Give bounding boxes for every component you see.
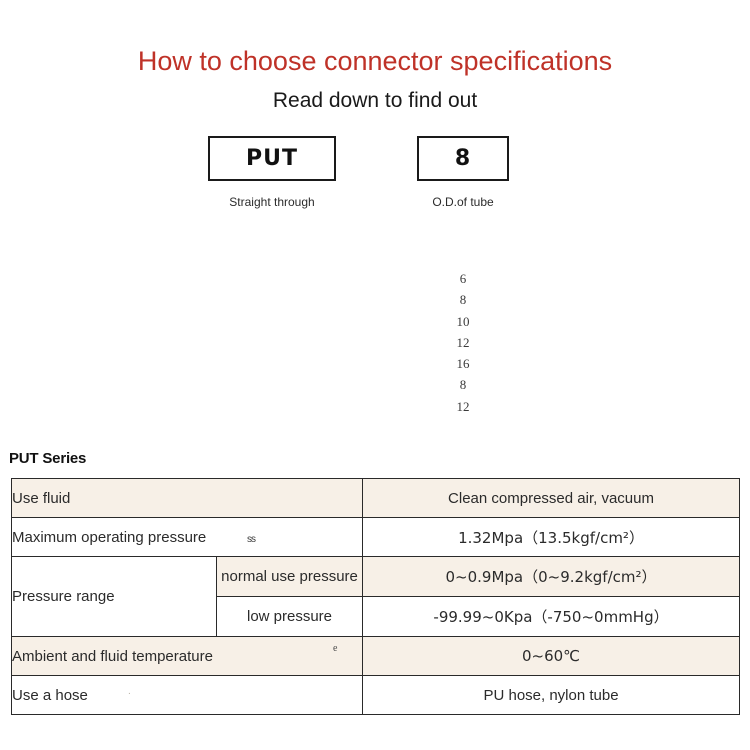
scan-artifact-stray-e: e xyxy=(333,643,338,654)
code-box-tube-od-value: 8 xyxy=(454,146,472,171)
scan-artifact-stray-mark: . xyxy=(128,686,131,697)
table-row: Maximum operating pressure 1.32Mpa（13.5k… xyxy=(10,517,741,557)
part-number-selector: PUT Straight through 8 O.D.of tube xyxy=(0,136,750,256)
spec-label-ambient-fluid-temperature: Ambient and fluid temperature xyxy=(10,636,364,676)
tube-size-option[interactable]: 12 xyxy=(456,334,470,350)
code-caption-tube-od: O.D.of tube xyxy=(432,195,494,209)
page-title: How to choose connector specifications xyxy=(137,46,613,76)
tube-size-option[interactable]: 8 xyxy=(459,292,467,308)
table-row: low pressure -99.99~0Kpa（-750~0mmHg） xyxy=(12,596,741,637)
spec-value-low-pressure: -99.99~0Kpa（-750~0mmHg） xyxy=(362,596,741,637)
table-row: Use fluid Clean compressed air, vacuum xyxy=(10,478,741,518)
table-row: Use a hose PU hose, nylon tube xyxy=(10,675,741,715)
spec-sublabel-low-pressure: low pressure xyxy=(215,596,364,637)
code-box-series-value: PUT xyxy=(246,146,298,171)
code-group-series: PUT Straight through xyxy=(208,136,336,210)
tube-size-option[interactable]: 8 xyxy=(459,377,467,393)
tube-size-option[interactable]: 6 xyxy=(459,271,467,286)
tube-size-option-list: 6 8 10 12 16 8 12 xyxy=(417,268,509,417)
spec-value-max-operating-pressure: 1.32Mpa（13.5kgf/cm²） xyxy=(362,517,741,557)
page-header: How to choose connector specifications R… xyxy=(0,0,750,115)
spec-label-use-a-hose: Use a hose xyxy=(10,675,364,715)
spec-value-use-a-hose: PU hose, nylon tube xyxy=(362,675,741,715)
specification-table: Use fluid Clean compressed air, vacuum M… xyxy=(10,478,741,715)
spec-label-pressure-range: Pressure range xyxy=(11,556,217,637)
spec-value-ambient-fluid-temperature: 0~60℃ xyxy=(362,636,741,676)
series-label: PUT Series xyxy=(9,450,87,467)
code-box-series[interactable]: PUT xyxy=(208,136,336,181)
tube-size-option[interactable]: 10 xyxy=(456,313,470,329)
spec-value-use-fluid: Clean compressed air, vacuum xyxy=(362,478,741,518)
code-caption-series: Straight through xyxy=(229,195,315,209)
spec-label-max-operating-pressure: Maximum operating pressure xyxy=(10,517,364,557)
spec-sublabel-normal-use-pressure: normal use pressure xyxy=(215,556,364,597)
scan-artifact-overlap-glyph: ss xyxy=(247,534,256,545)
table-row: Ambient and fluid temperature 0~60℃ xyxy=(10,636,741,676)
page-subtitle: Read down to find out xyxy=(272,89,478,112)
code-group-tube-od: 8 O.D.of tube xyxy=(417,136,509,210)
spec-label-use-fluid: Use fluid xyxy=(10,478,364,518)
code-box-tube-od[interactable]: 8 xyxy=(417,136,509,181)
tube-size-option[interactable]: 12 xyxy=(456,398,470,414)
table-row: Pressure range normal use pressure 0~0.9… xyxy=(11,556,741,637)
tube-size-option[interactable]: 16 xyxy=(456,356,470,372)
spec-value-normal-use-pressure: 0~0.9Mpa（0~9.2kgf/cm²） xyxy=(362,556,741,597)
